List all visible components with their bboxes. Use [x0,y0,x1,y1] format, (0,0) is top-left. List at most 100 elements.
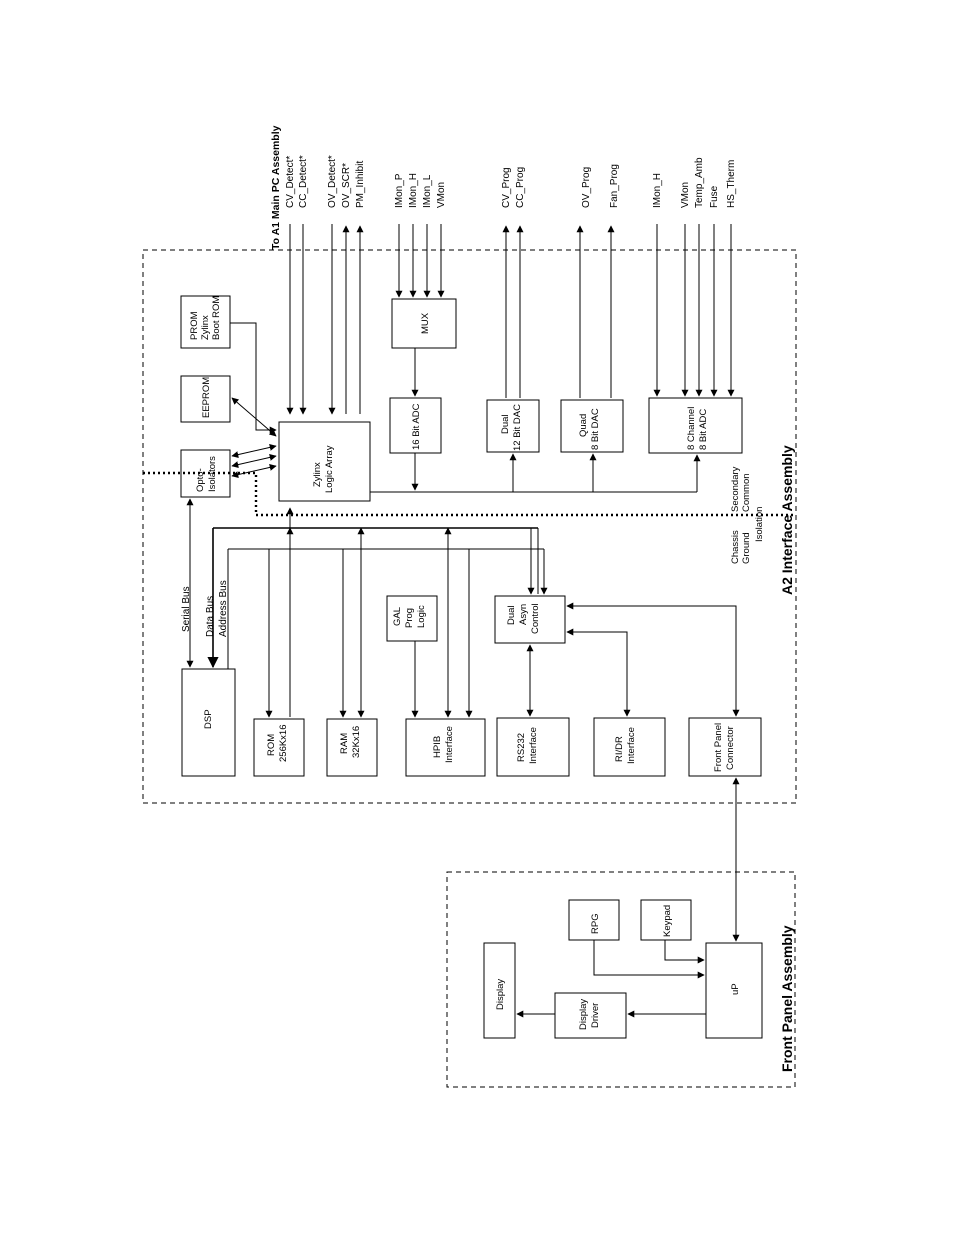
svg-text:32Kx16: 32Kx16 [351,726,362,758]
a1-signal-lines [286,224,735,415]
signal-temp-amb: Temp_Amb [694,157,705,208]
isolation-labels: Chassis Ground Secondary Common Isolatio… [730,466,765,564]
svg-text:Interface: Interface [528,727,539,764]
ri-dr-block: RI/DR Interface [593,717,666,777]
dac8-block: Quad 8 Bit DAC [560,399,624,453]
svg-text:Common: Common [741,473,752,512]
adc8-block: 8 Channel 8 Bit ADC [648,397,743,454]
signal-ov-detect: OV_Detect* [327,155,338,208]
address-bus-label: Address Bus [218,580,229,637]
signal-ov-prog: OV_Prog [581,167,592,208]
svg-text:Zylinx: Zylinx [312,462,323,487]
svg-text:Isolators: Isolators [207,456,218,492]
svg-text:DSP: DSP [203,709,214,729]
opto-isolators-block: Opto- Isolators [180,449,231,498]
svg-text:Front Panel: Front Panel [713,723,724,772]
upper-connections [230,322,701,493]
svg-text:Dual: Dual [500,414,511,434]
svg-text:Chassis: Chassis [730,530,741,564]
eeprom-block: EEPROM [180,375,231,423]
up-block: uP [705,942,763,1039]
signal-pm-inhibit: PM_Inhibit [355,161,366,208]
signal-imon-h-2: IMon_H [652,173,663,208]
data-bus-label: Data Bus [205,596,216,637]
signal-labels: CV_Detect* CC_Detect* OV_Detect* OV_SCR*… [285,155,737,208]
rs232-block: RS232 Interface [496,717,570,777]
buses [186,498,548,718]
front-panel-assembly-boundary [446,871,796,1088]
hpib-block: HPIB Interface [405,718,486,777]
svg-text:Connector: Connector [725,726,736,770]
ram-block: RAM 32Kx16 [326,718,378,777]
a2-assembly-boundary [142,249,797,804]
keypad-block: Keypad [640,899,692,941]
signal-fan-prog: Fan_Prog [609,164,620,208]
svg-text:Boot ROM: Boot ROM [211,296,222,340]
svg-text:256Kx16: 256Kx16 [278,724,289,762]
front-panel-connector-block: Front Panel Connector [688,717,762,777]
svg-text:Interface: Interface [626,727,637,764]
front-panel-assembly-title: Front Panel Assembly [779,925,795,1072]
svg-text:Secondary: Secondary [730,466,741,512]
svg-text:MUX: MUX [420,312,431,334]
display-block: Display [483,942,516,1039]
signal-vmon: VMon [436,182,447,208]
dual-asyn-control-block: Dual Asyn Control [494,595,566,644]
signal-hs-therm: HS_Therm [726,160,737,208]
signal-vmon-2: VMon [680,182,691,208]
dsp-block: DSP [181,668,236,777]
front-panel-connections [516,940,706,1018]
svg-text:Control: Control [530,603,541,634]
svg-text:Ground: Ground [741,532,752,564]
svg-text:ROM: ROM [266,734,277,756]
svg-text:Quad: Quad [578,414,589,437]
bus-labels: Serial Bus Data Bus Address Bus [181,580,229,637]
signal-imon-p: IMon_P [394,173,405,208]
a1-header: To A1 Main PC Assembly [270,125,282,250]
svg-text:Driver: Driver [590,1003,601,1028]
rom-block: ROM 256Kx16 [253,718,305,777]
signal-imon-h: IMon_H [408,173,419,208]
svg-text:Keypad: Keypad [662,905,673,937]
signal-cv-detect: CV_Detect* [285,156,296,208]
display-driver-block: Display Driver [554,992,627,1039]
svg-text:Logic Array: Logic Array [324,445,335,493]
zylinx-logic-array-block: Zylinx Logic Array [278,421,371,502]
svg-text:8 Channel: 8 Channel [686,407,697,450]
svg-text:PROM: PROM [189,311,200,340]
signal-fuse: Fuse [709,185,720,208]
signal-cc-detect: CC_Detect* [298,155,309,208]
svg-text:12 Bit DAC: 12 Bit DAC [512,404,523,451]
svg-text:8 Bit ADC: 8 Bit ADC [698,409,709,450]
dac12-block: Dual 12 Bit DAC [486,399,540,453]
svg-text:Asyn: Asyn [518,604,529,625]
svg-text:RS232: RS232 [516,733,527,762]
svg-text:RI/DR: RI/DR [614,736,625,762]
isolation-boundary [143,471,796,517]
svg-text:Dual: Dual [506,605,517,625]
prom-block: PROM Zylinx Boot ROM [180,295,231,349]
svg-text:Interface: Interface [444,726,455,763]
rpg-block: RPG [568,899,620,941]
svg-text:RPG: RPG [590,913,601,934]
svg-text:RAM: RAM [339,733,350,754]
gal-block: GAL Prog Logic [386,595,438,642]
svg-text:Logic: Logic [416,605,427,628]
svg-text:Prog: Prog [404,608,415,628]
signal-ov-scr: OV_SCR* [341,163,352,208]
svg-text:GAL: GAL [392,607,403,626]
adc16-block: 16 Bit ADC [389,397,442,454]
svg-text:8 Bit DAC: 8 Bit DAC [590,408,601,450]
svg-text:16 Bit ADC: 16 Bit ADC [411,403,422,450]
svg-text:uP: uP [730,983,741,995]
svg-text:Zylinx: Zylinx [200,315,211,340]
asyn-connections [526,602,740,942]
svg-text:Isolation: Isolation [754,507,765,542]
svg-text:HPIB: HPIB [432,736,443,758]
svg-text:Display: Display [578,999,589,1030]
svg-text:Opto-: Opto- [195,468,206,492]
svg-text:Display: Display [495,979,506,1010]
signal-cc-prog: CC_Prog [515,167,526,208]
signal-imon-l: IMon_L [422,174,433,208]
